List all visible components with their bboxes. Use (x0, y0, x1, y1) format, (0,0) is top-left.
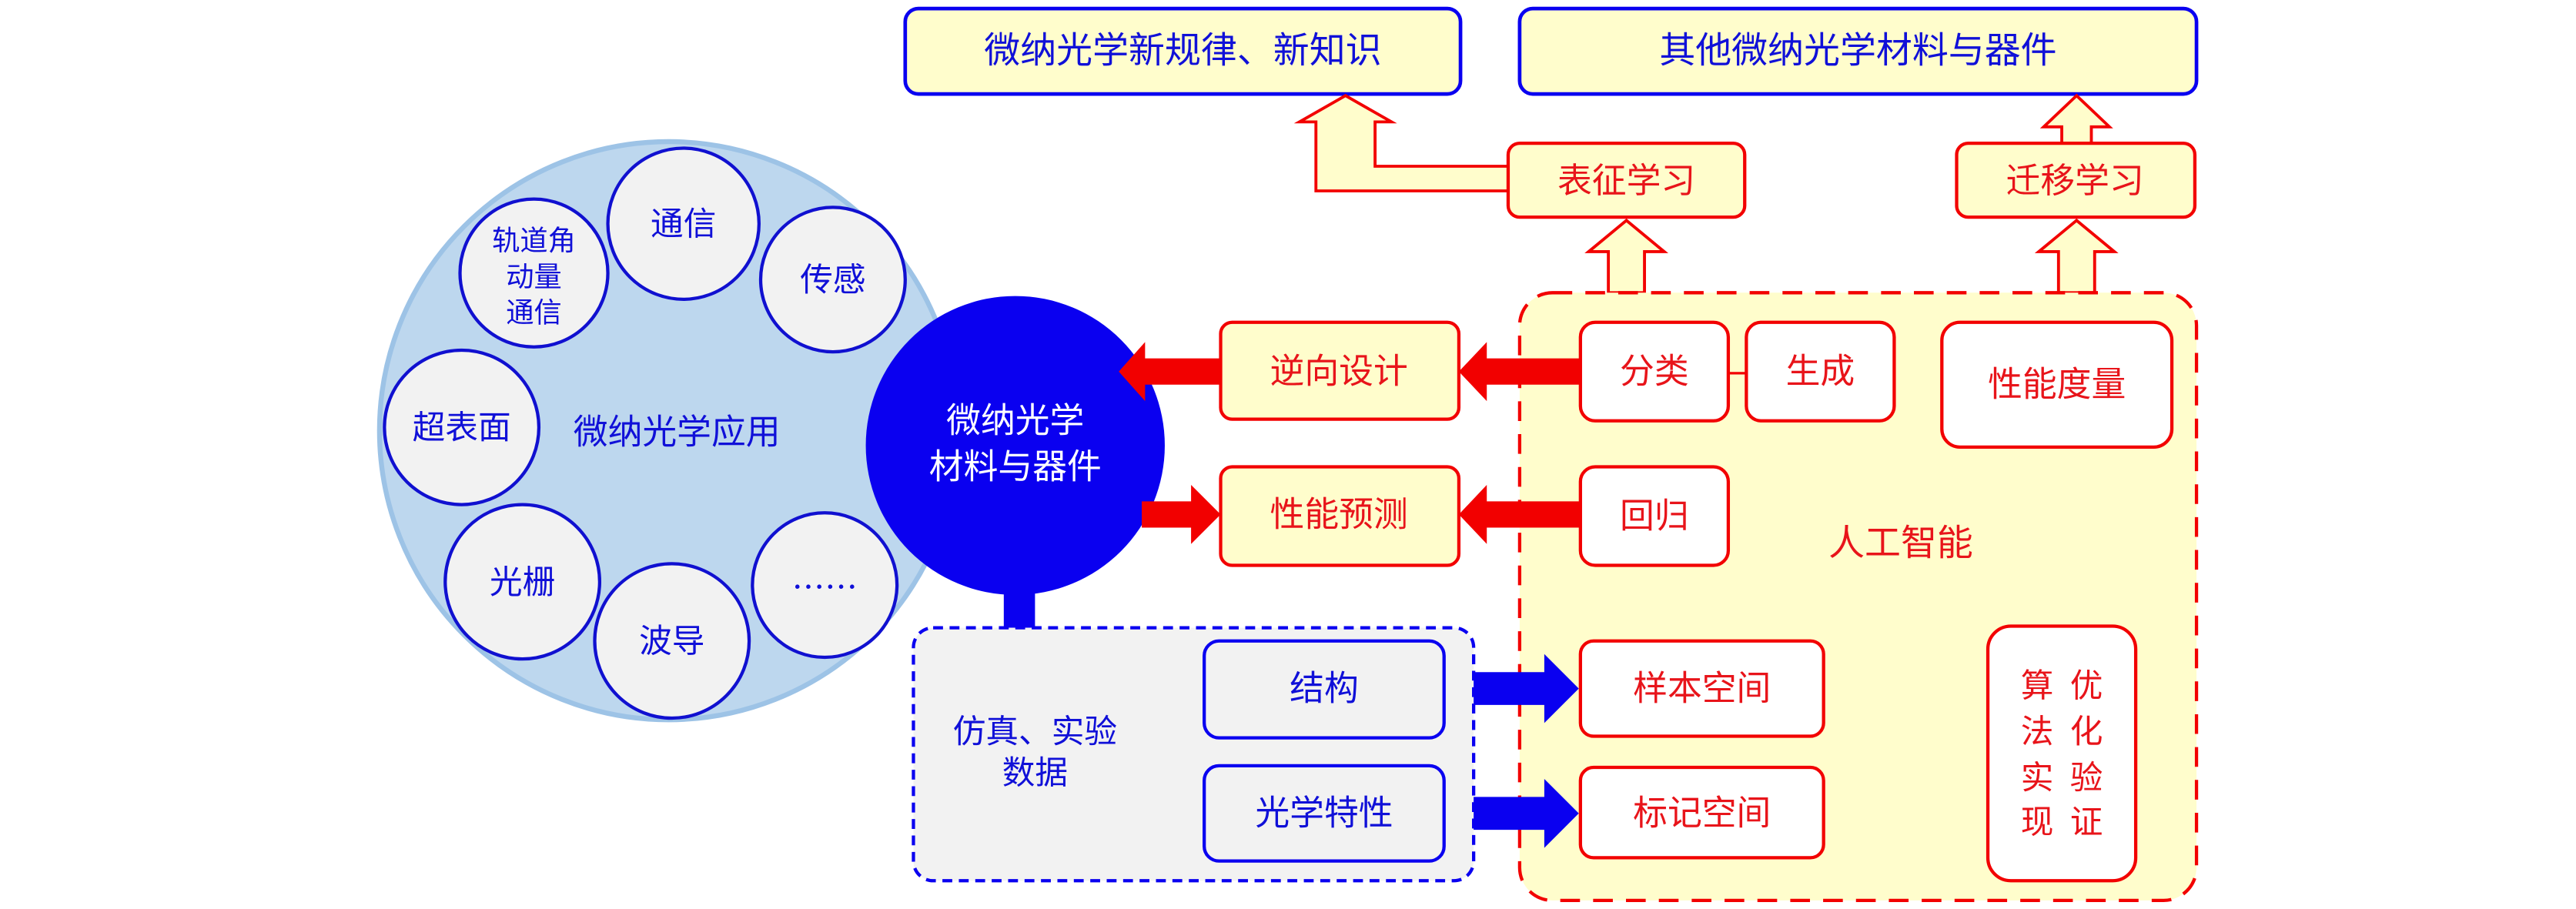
structure-label: 结构 (1290, 668, 1359, 709)
app-waveguide: 波导 (593, 562, 751, 720)
algo-col1-char1: 算 (2021, 667, 2054, 705)
red-arrow-regression-to-prediction (1458, 484, 1581, 544)
app-sensing-label: 传感 (800, 261, 865, 299)
algo-col2-char1: 优 (2070, 667, 2103, 705)
app-oam-communication: 轨道角 动量 通信 (458, 197, 610, 349)
red-arrow-core-to-prediction (1142, 484, 1221, 544)
app-waveguide-label: 波导 (639, 623, 704, 661)
algo-col2-char4: 证 (2070, 803, 2103, 841)
algo-col2-char2: 化 (2070, 713, 2103, 751)
applications-title: 微纳光学应用 (574, 412, 781, 453)
output-new-knowledge-box: 微纳光学新规律、新知识 (903, 6, 1463, 96)
app-metasurface-label: 超表面 (413, 409, 511, 447)
optical-properties-label: 光学特性 (1255, 793, 1393, 834)
regression-label: 回归 (1620, 495, 1689, 536)
regression-box: 回归 (1578, 465, 1731, 567)
transfer-learning-label: 迁移学习 (2006, 160, 2144, 201)
data-title-line1: 仿真、实验 (953, 713, 1117, 751)
sample-space-box: 样本空间 (1578, 639, 1825, 738)
app-sensing: 传感 (758, 206, 907, 354)
red-arrow-inverse-design-to-core (1119, 342, 1221, 402)
optical-properties-box: 光学特性 (1203, 764, 1446, 863)
blue-arrow-optical-to-label-space (1474, 778, 1579, 848)
output-new-knowledge-label: 微纳光学新规律、新知识 (984, 30, 1381, 72)
label-space-label: 标记空间 (1633, 793, 1771, 834)
algo-col1-char2: 法 (2021, 713, 2054, 751)
core-label-line1: 微纳光学 (946, 400, 1084, 441)
inverse-design-label: 逆向设计 (1270, 351, 1408, 392)
performance-prediction-label: 性能预测 (1270, 493, 1408, 534)
inverse-design-box: 逆向设计 (1219, 320, 1461, 421)
core-label-line2: 材料与器件 (929, 446, 1102, 486)
label-space-box: 标记空间 (1578, 765, 1825, 860)
hollow-arrow-transfer-to-materials (2039, 93, 2113, 145)
generation-label: 生成 (1786, 351, 1855, 392)
algorithm-validation-box: 算 法 实 现 优 化 验 证 (1986, 624, 2138, 883)
hollow-arrow-representation-to-knowledge-shape (1293, 94, 1510, 192)
performance-prediction-box: 性能预测 (1219, 465, 1461, 567)
app-metasurface: 超表面 (383, 348, 541, 506)
representation-learning-label: 表征学习 (1557, 160, 1695, 201)
transfer-learning-box: 迁移学习 (1955, 141, 2197, 219)
hollow-arrow-ai-to-transfer (2034, 218, 2119, 295)
blue-arrow-structure-to-sample-space (1474, 653, 1579, 724)
output-other-materials-box: 其他微纳光学材料与器件 (1517, 6, 2199, 96)
app-oam-line3: 通信 (506, 296, 562, 329)
performance-metric-label: 性能度量 (1988, 364, 2126, 405)
hollow-arrow-ai-to-representation (1584, 218, 1669, 295)
app-grating: 光栅 (443, 503, 602, 661)
app-oam-line2: 动量 (506, 260, 562, 293)
app-grating-label: 光栅 (490, 563, 555, 602)
structure-box: 结构 (1203, 639, 1446, 740)
app-more-label: …… (792, 558, 858, 597)
algo-col1-char4: 现 (2021, 803, 2054, 841)
app-communication: 通信 (606, 146, 761, 301)
core-materials-devices: 微纳光学 材料与器件 (865, 296, 1165, 628)
classification-label: 分类 (1620, 351, 1689, 392)
classification-box: 分类 (1578, 320, 1731, 423)
output-other-materials-label: 其他微纳光学材料与器件 (1659, 30, 2056, 72)
red-arrow-classification-to-inverse-design (1458, 342, 1581, 402)
app-oam-line1: 轨道角 (492, 224, 576, 257)
generation-box: 生成 (1745, 320, 1896, 423)
data-title-line2: 数据 (1002, 754, 1068, 792)
algo-col2-char3: 验 (2070, 759, 2103, 797)
representation-learning-box: 表征学习 (1506, 141, 1747, 219)
algo-col1-char3: 实 (2021, 759, 2054, 797)
app-communication-label: 通信 (651, 206, 716, 244)
ai-title: 人工智能 (1828, 523, 1973, 565)
sample-space-label: 样本空间 (1633, 668, 1771, 709)
app-more: …… (751, 511, 899, 660)
performance-metric-box: 性能度量 (1940, 320, 2174, 449)
